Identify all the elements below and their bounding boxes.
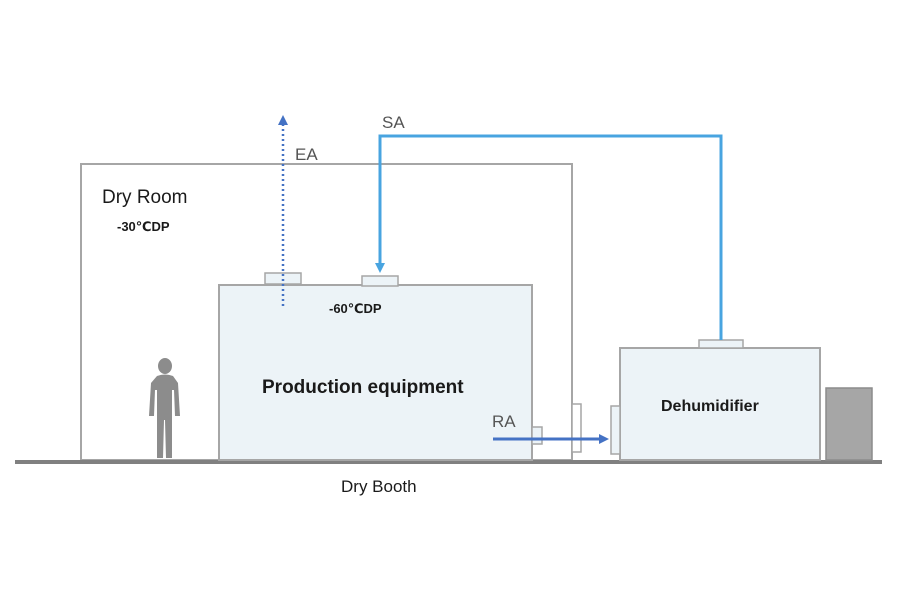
supply-air-duct bbox=[375, 134, 723, 340]
supply-port bbox=[361, 275, 399, 287]
dehumidifier-label: Dehumidifier bbox=[661, 398, 759, 415]
side-unit bbox=[825, 387, 873, 461]
dehumidifier-outlet-port bbox=[698, 339, 744, 349]
dry-booth-label: Dry Booth bbox=[341, 477, 417, 496]
exhaust-air-label: EA bbox=[295, 145, 318, 164]
dehumidifier-inlet-port bbox=[610, 405, 621, 455]
production-equipment-label: Production equipment bbox=[262, 377, 464, 398]
return-air-label: RA bbox=[492, 412, 516, 431]
dry-room-dew-point: -30℃DP bbox=[117, 219, 170, 234]
equipment-dew-point: -60℃DP bbox=[329, 301, 382, 316]
dehumidifier-box bbox=[619, 347, 821, 461]
dry-room-label: Dry Room bbox=[102, 187, 188, 208]
return-port-outlet bbox=[531, 426, 543, 445]
wall-penetration bbox=[571, 403, 582, 453]
production-equipment-box bbox=[218, 284, 533, 461]
supply-air-label: SA bbox=[382, 113, 405, 132]
person-icon bbox=[149, 358, 180, 458]
